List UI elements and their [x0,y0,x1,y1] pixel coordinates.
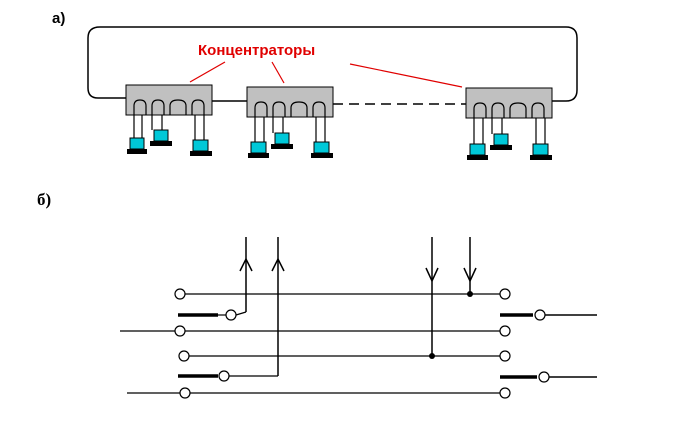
terminal-3-3 [530,118,552,160]
terminal-3-1 [467,118,488,160]
switch-right-1 [500,309,597,321]
up-arrow-2 [271,237,285,376]
callout-line-3 [349,63,463,88]
switch-left-1 [178,309,247,321]
terminal-2-1 [248,117,269,158]
line-row-6 [127,387,511,399]
switch-left-2 [178,370,278,382]
concentrator-1 [125,84,213,116]
callout-line-1 [189,61,226,83]
down-arrow-2 [463,237,477,294]
label-a: а) [52,10,66,27]
label-b: б) [37,190,52,209]
concentrators-title: Концентраторы [198,42,316,59]
terminal-3-2 [490,118,512,150]
terminal-1-1 [127,115,147,154]
line-row-3 [120,325,511,337]
terminal-2-2 [271,117,293,149]
terminal-2-3 [311,117,333,158]
terminal-1-3 [190,115,212,156]
line-row-4 [178,350,511,362]
switch-right-2 [500,371,597,383]
down-arrow-1 [425,237,439,356]
callout-line-2 [271,61,285,84]
line-row-1 [174,288,511,300]
terminal-1-2 [150,115,172,146]
up-arrow-1 [239,237,253,312]
ring-loop [87,26,578,102]
concentrator-3 [465,87,553,119]
concentrator-2 [246,86,334,118]
